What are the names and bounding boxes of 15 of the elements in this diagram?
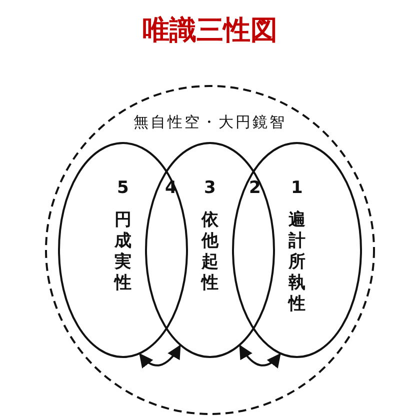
ellipse: [145, 142, 275, 358]
double-arrow: [139, 344, 181, 368]
region-label: 依他起性: [201, 210, 219, 294]
circle-label: 無自性空・大円鏡智: [132, 113, 288, 132]
diagram-title: 唯識三性図: [142, 15, 278, 46]
region-label: 円成実性: [114, 210, 132, 294]
region-number: 3: [204, 178, 216, 198]
overlap-number: 2: [249, 178, 261, 198]
region-number: 5: [117, 178, 129, 198]
ellipse: [58, 142, 188, 358]
double-arrow: [239, 344, 281, 368]
ellipse: [232, 142, 362, 358]
region-number: 1: [291, 178, 303, 198]
dashed-circle: [45, 85, 375, 415]
region-label: 遍計所執性: [288, 210, 306, 315]
